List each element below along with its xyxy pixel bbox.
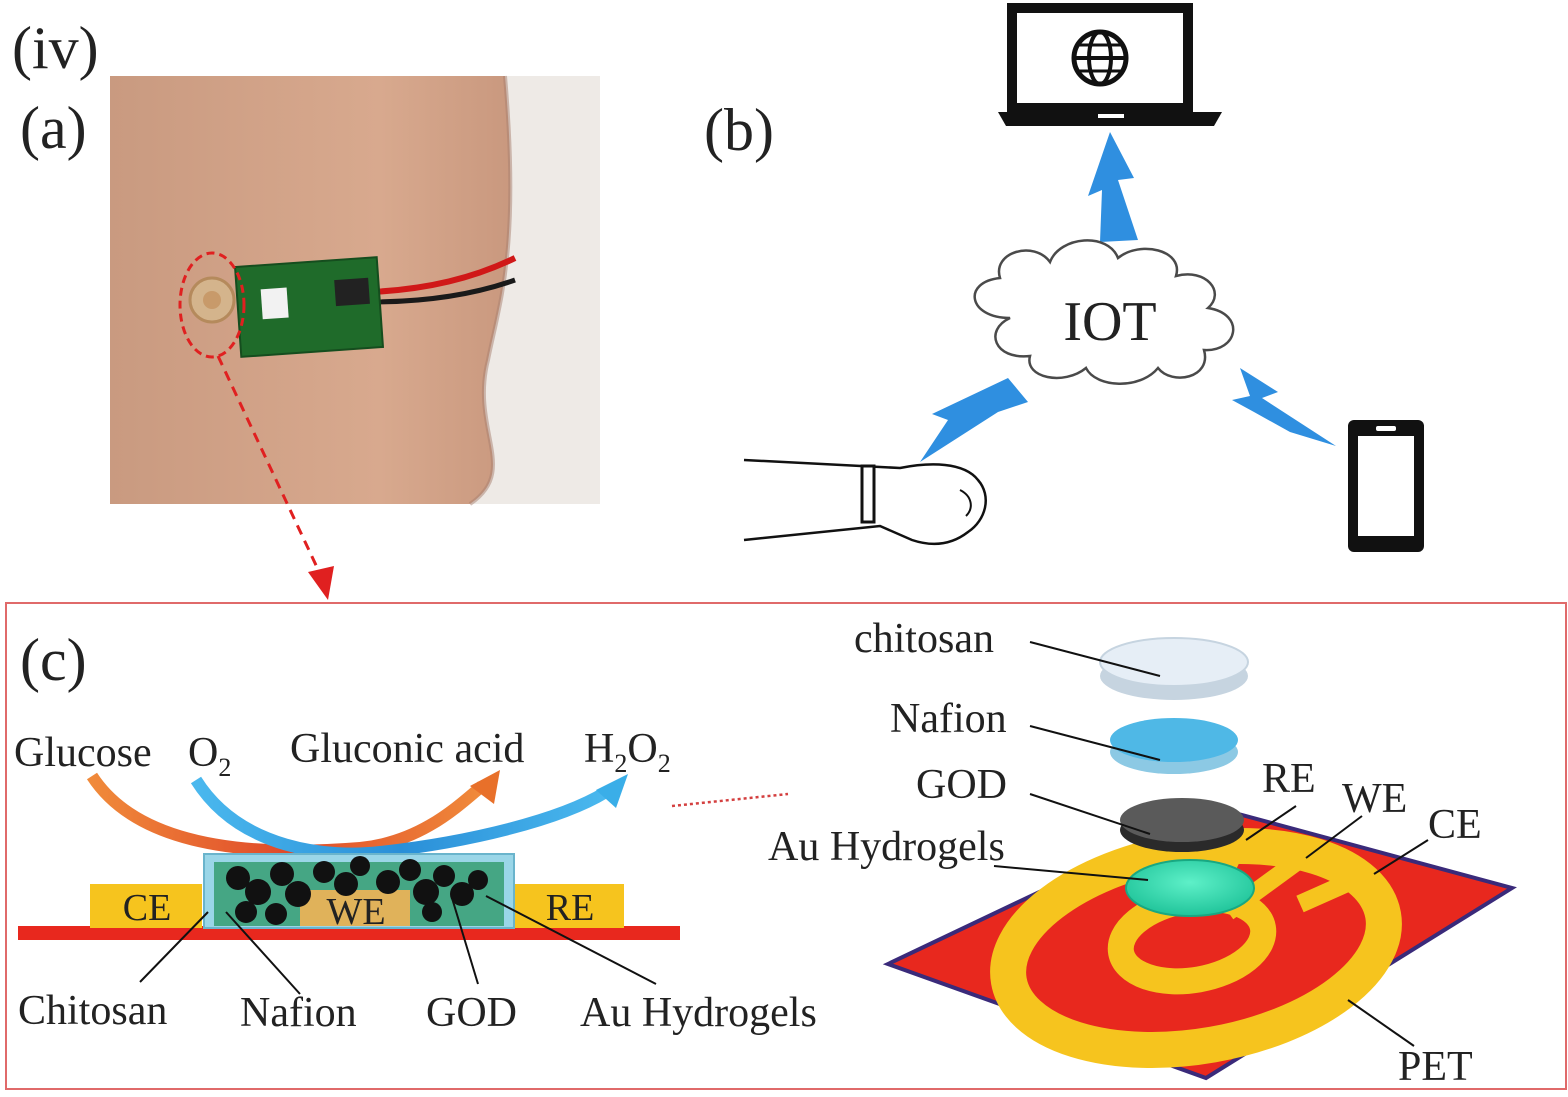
leader-3d-ce: [1373, 839, 1429, 875]
o2-label: O2: [188, 730, 231, 782]
substrate-label-pet: PET: [1398, 1044, 1473, 1090]
layer-label-chitosan: chitosan: [854, 616, 994, 662]
link-bolt-phone: [1232, 368, 1336, 446]
exploded-view: chitosan Nafion GOD Au Hydrogels RE WE C…: [768, 616, 1517, 1090]
electrode-label-ce: CE: [1428, 802, 1482, 848]
highlight-circle: [178, 251, 246, 359]
leader-nafion: [225, 911, 301, 995]
leader-3d-we: [1305, 815, 1363, 859]
layer-label-god: GOD: [916, 762, 1007, 808]
board-connector: [260, 287, 289, 320]
glucose-label: Glucose: [14, 730, 152, 776]
gluconic-acid-label: Gluconic acid: [290, 726, 524, 772]
leader-3d-re: [1245, 805, 1297, 841]
nafion-disk: [1110, 718, 1238, 762]
chitosan-disk: [1099, 637, 1249, 687]
dotted-connector: [671, 792, 789, 808]
panel-b: (b) IOT: [704, 3, 1424, 552]
black-wire: [369, 277, 516, 305]
iot-label: IOT: [1063, 291, 1156, 353]
cross-label-god: GOD: [426, 990, 517, 1036]
board-chip: [334, 277, 370, 307]
layer-label-au-hydrogels: Au Hydrogels: [768, 824, 1005, 870]
globe-icon: [1071, 29, 1129, 87]
wrist-with-watch-icon: [743, 458, 987, 546]
electrode-label-re: RE: [1262, 756, 1316, 802]
panel-a-label: (a): [20, 95, 87, 161]
cross-we-label: WE: [326, 891, 385, 933]
zoom-arrow-head: [308, 566, 334, 600]
ce-lead: [1296, 863, 1376, 913]
leader-3d-au-hydrogels: [993, 865, 1149, 881]
au-hydrogel-disk: [1125, 859, 1255, 917]
cross-ce-block: [90, 884, 202, 928]
layer-label-nafion: Nafion: [890, 696, 1007, 742]
leader-god: [451, 897, 479, 985]
leader-3d-nafion: [1029, 725, 1161, 761]
smartphone-icon: [1348, 420, 1424, 552]
o2-arrow-head: [596, 774, 628, 808]
leader-au-hydrogels: [485, 895, 657, 985]
link-bolt-wrist: [920, 378, 1028, 462]
cross-label-au-hydrogels: Au Hydrogels: [580, 990, 817, 1036]
leader-3d-chitosan: [1029, 641, 1161, 677]
leader-chitosan: [139, 911, 209, 983]
laptop-icon: [998, 3, 1222, 126]
panel-b-label: (b): [704, 97, 774, 163]
cross-re-block: [512, 884, 624, 928]
god-particles: [226, 856, 488, 925]
cross-ce-label: CE: [123, 887, 172, 929]
god-disk: [1120, 798, 1244, 842]
cross-label-nafion: Nafion: [240, 990, 357, 1036]
cross-we-block: [300, 890, 410, 926]
red-wire: [369, 255, 517, 295]
cross-label-chitosan: Chitosan: [18, 988, 167, 1034]
panel-c-frame: [5, 602, 1567, 1090]
panel-a: [110, 75, 600, 600]
arm-contour: [468, 75, 513, 506]
link-bolt-laptop: [1088, 132, 1138, 242]
shirt-background: [470, 76, 600, 504]
electrode-label-we: WE: [1342, 776, 1407, 822]
cross-section: CE WE RE Chitosan Nafion GOD Au Hydrogel…: [18, 853, 817, 1036]
h2o2-label: H2O2: [584, 726, 671, 778]
panel-c-label: (c): [20, 627, 87, 693]
leader-3d-god: [1029, 793, 1151, 835]
glucose-arrow-head: [470, 770, 500, 804]
iot-cloud: [973, 239, 1235, 385]
sensor-center: [203, 291, 221, 309]
o2-arrow: [190, 776, 610, 860]
cross-re-label: RE: [546, 887, 595, 929]
part-label: (iv): [12, 15, 99, 81]
leader-3d-pet: [1347, 999, 1415, 1047]
circuit-board: [233, 256, 385, 358]
zoom-arrow-line: [216, 355, 324, 579]
